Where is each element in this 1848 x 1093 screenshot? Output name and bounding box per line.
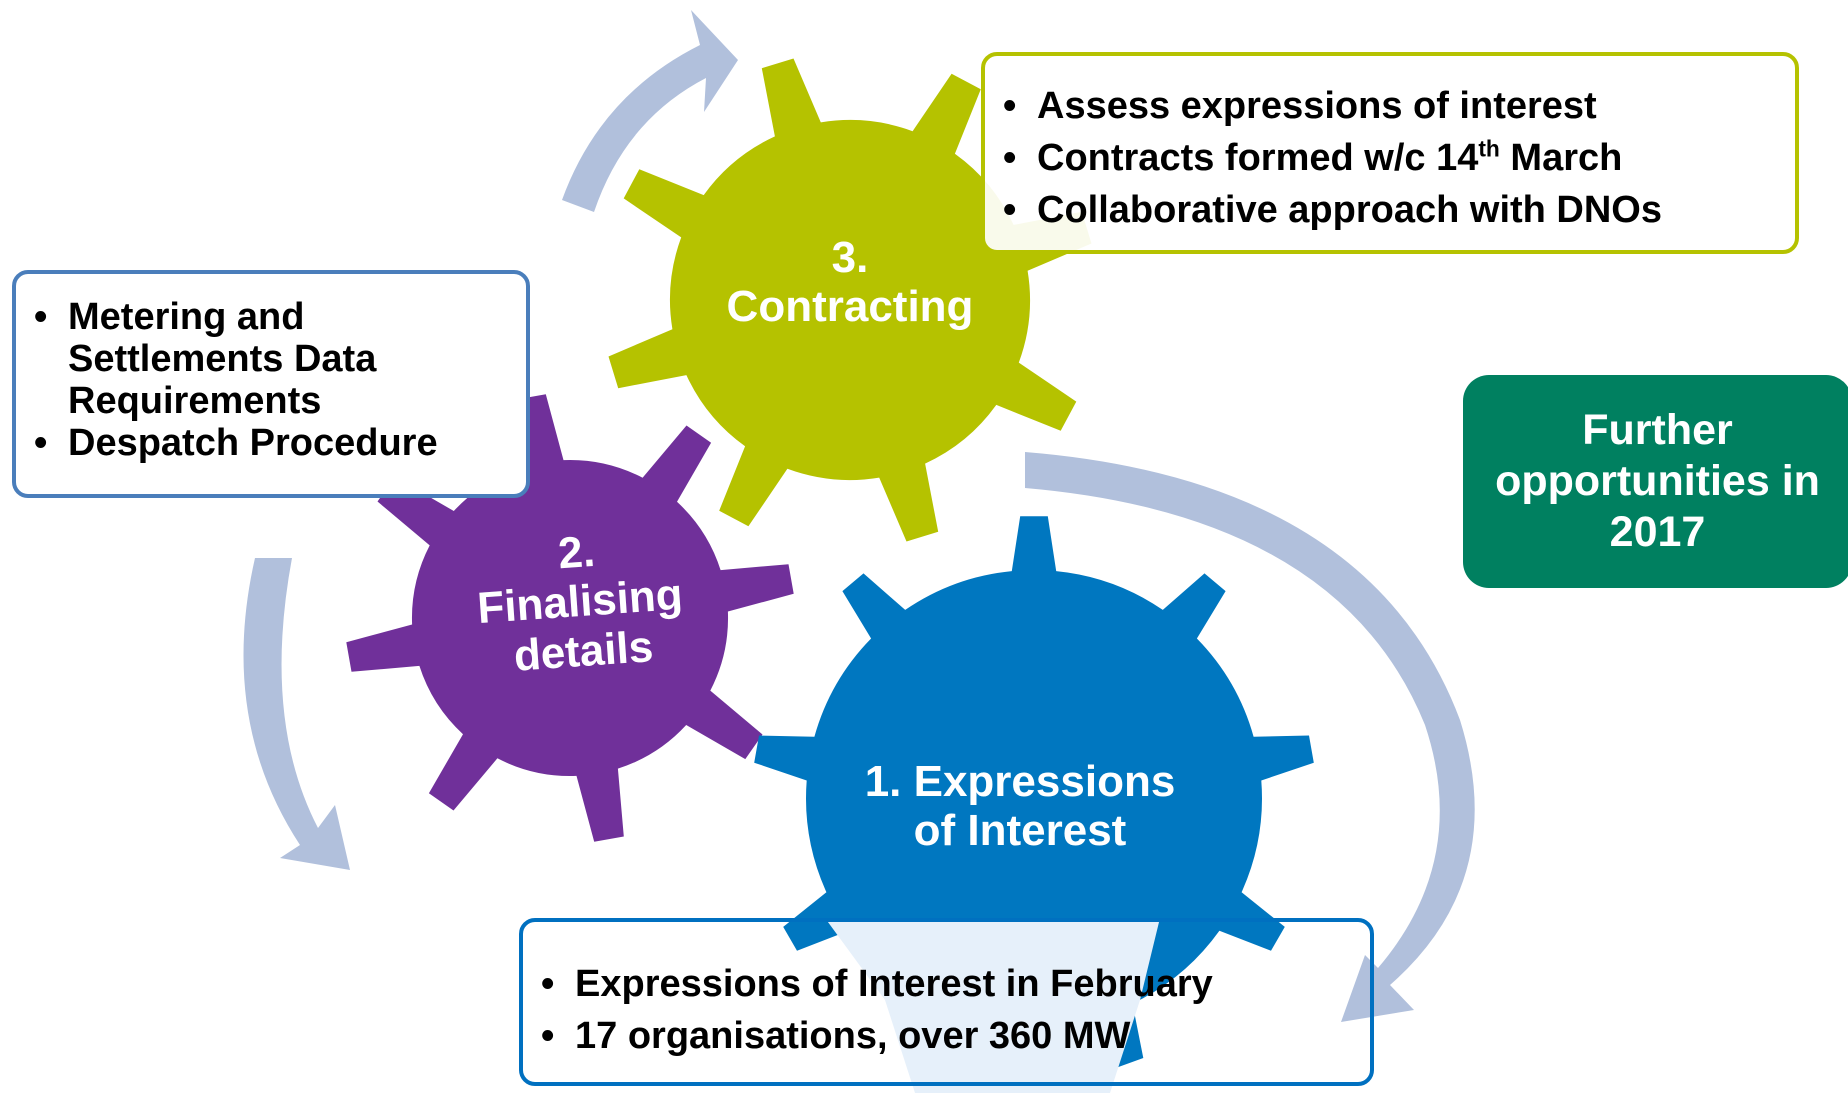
list-item: Despatch Procedure	[30, 422, 526, 464]
finalising-notes-box: Metering and Settlements Data Requiremen…	[12, 270, 530, 498]
list-item: Expressions of Interest in February	[537, 958, 1370, 1010]
list-item: Assess expressions of interest	[999, 80, 1795, 132]
gear-3-label-text: Contracting	[726, 282, 974, 332]
further-opportunities-box: Further opportunities in 2017	[1463, 375, 1848, 588]
gear-1-label: 1. Expressions of Interest	[845, 757, 1195, 856]
cycle-arrows	[243, 10, 1475, 1022]
expressions-notes-box: Expressions of Interest in February 17 o…	[519, 918, 1374, 1086]
list-item: 17 organisations, over 360 MW	[537, 1010, 1370, 1062]
cycle-arrow-right-icon	[1025, 452, 1475, 1022]
gear-3-contracting-icon	[608, 58, 1092, 542]
gear-3-label: 3. Contracting	[690, 233, 1010, 332]
contracting-notes-list: Assess expressions of interest Contracts…	[999, 80, 1795, 236]
gear-2-finalising-icon	[346, 394, 794, 842]
cycle-arrow-top-icon	[562, 10, 738, 212]
further-opportunities-text: Further opportunities in 2017	[1495, 405, 1820, 557]
gear-1-label-text: 1. Expressions of Interest	[864, 757, 1176, 856]
cycle-arrow-left-icon	[243, 558, 350, 870]
list-item: Collaborative approach with DNOs	[999, 184, 1795, 236]
list-item: Contracts formed w/c 14th March	[999, 132, 1795, 184]
list-item: Metering and Settlements Data Requiremen…	[30, 296, 526, 422]
gear-2-label: 2. Finalising details	[425, 518, 735, 686]
finalising-notes-list: Metering and Settlements Data Requiremen…	[30, 296, 526, 464]
gear-3-label-number: 3.	[831, 233, 869, 282]
expressions-notes-list: Expressions of Interest in February 17 o…	[537, 958, 1370, 1062]
contracting-notes-box: Assess expressions of interest Contracts…	[981, 52, 1799, 254]
